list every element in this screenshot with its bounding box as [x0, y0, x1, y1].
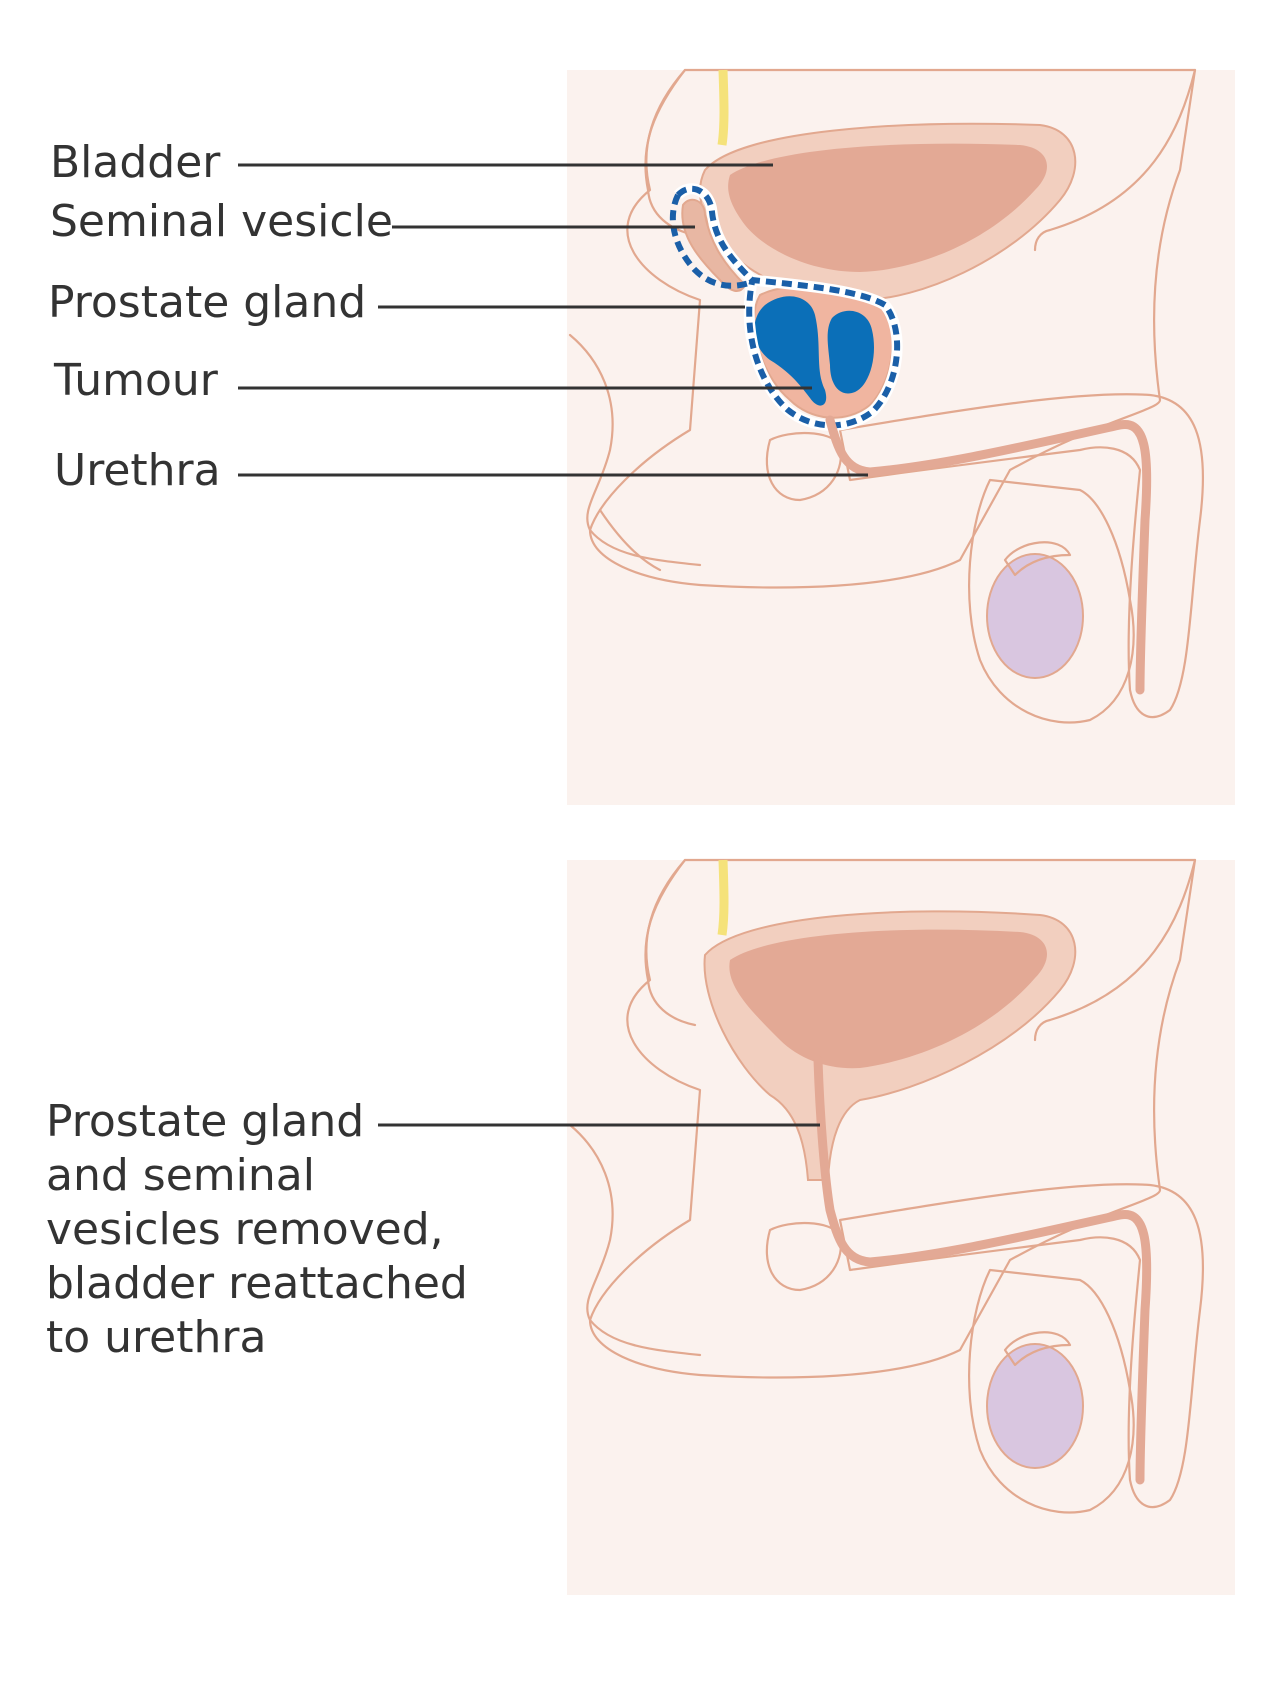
abdominal-wall-after — [644, 858, 697, 1027]
urethra-after — [813, 1055, 1152, 1485]
epididymis-after — [1003, 1331, 1072, 1367]
label-bladder: Bladder — [50, 137, 221, 188]
lower-contour — [568, 333, 702, 567]
bladder-inner-after — [729, 929, 1047, 1069]
caption-line-2: and seminal — [46, 1150, 315, 1201]
buttock-contour — [598, 508, 662, 572]
caption-after: Prostate gland and seminal vesicles remo… — [46, 1096, 482, 1363]
seminal-vesicle-dashed-outline — [669, 193, 754, 289]
penis-outline-after — [838, 1183, 1204, 1509]
penis-outline — [838, 393, 1204, 719]
urethra — [825, 415, 1152, 695]
label-tumour: Tumour — [53, 355, 219, 406]
caption-line-5: to urethra — [46, 1312, 266, 1363]
scrotum-outline-after — [968, 1268, 1135, 1514]
tumour-right-lobe — [827, 310, 875, 394]
caption-line-3: vesicles removed, — [46, 1204, 444, 1255]
removal-dashed-outline-blue — [675, 185, 901, 429]
bladder-inner — [728, 143, 1047, 272]
tumour — [754, 296, 827, 406]
caption-line-4: bladder reattached — [46, 1258, 468, 1309]
epididymis — [1003, 541, 1072, 577]
testis-after — [986, 1343, 1084, 1469]
lower-contour-after — [568, 1123, 702, 1357]
label-prostate-gland: Prostate gland — [48, 277, 366, 328]
label-seminal-vesicle: Seminal vesicle — [50, 196, 393, 247]
back-wall-after — [1033, 858, 1197, 1042]
ureter — [717, 69, 729, 146]
panel-after: Prostate gland and seminal vesicles remo… — [46, 858, 1235, 1595]
ureter-after — [717, 859, 729, 936]
pelvis-body-outline-after — [588, 858, 1197, 1379]
testis — [986, 553, 1084, 679]
pubic-bone — [765, 431, 843, 502]
pubic-bone-after — [765, 1221, 843, 1292]
caption-line-1: Prostate gland — [46, 1096, 364, 1147]
label-urethra: Urethra — [54, 445, 221, 496]
panel-before: Bladder Seminal vesicle Prostate gland T… — [48, 68, 1235, 805]
back-wall — [1033, 68, 1197, 252]
scrotum-outline — [968, 478, 1135, 724]
pelvis-body-outline — [588, 68, 1197, 589]
